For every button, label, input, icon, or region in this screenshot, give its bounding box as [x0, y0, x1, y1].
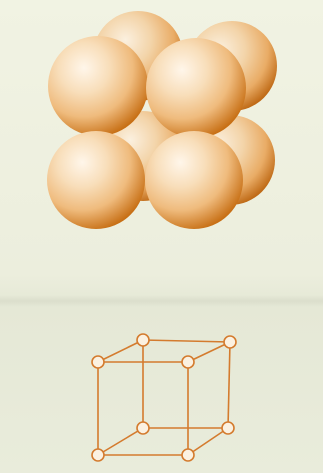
node-front-top-left [92, 356, 104, 368]
edge-depth-bottom-right [188, 428, 228, 455]
node-back-top-left [137, 334, 149, 346]
cube-lattice [98, 340, 230, 455]
edge-depth-bottom-left [98, 428, 143, 455]
node-back-bottom-left [137, 422, 149, 434]
node-back-bottom-right [222, 422, 234, 434]
node-front-bottom-left [92, 449, 104, 461]
edge-depth-top-right [188, 342, 230, 362]
sphere-front-top-left [48, 36, 148, 136]
space-filling-model [47, 11, 277, 229]
node-back-top-right [224, 336, 236, 348]
node-front-top-right [182, 356, 194, 368]
edge-back-top [143, 340, 230, 342]
cube-lattice-nodes [92, 334, 236, 461]
edge-depth-top-left [98, 340, 143, 362]
node-front-bottom-right [182, 449, 194, 461]
sphere-front-top-right [146, 38, 246, 138]
sphere-front-bottom-left [47, 131, 145, 229]
sphere-front-bottom-right [145, 131, 243, 229]
edge-back-right [228, 342, 230, 428]
